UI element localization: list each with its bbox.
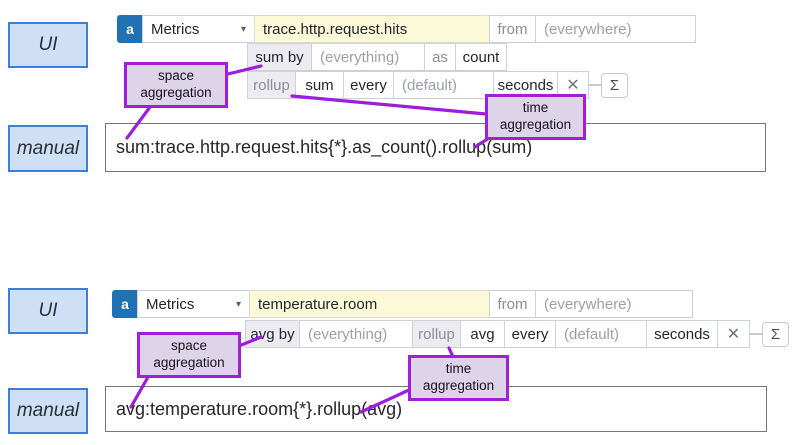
caret-down-icon: ▾: [235, 298, 241, 310]
rollup-fn-dropdown[interactable]: sum: [295, 71, 344, 99]
rollup-label: rollup: [412, 320, 461, 348]
annotation-space-aggregation: space aggregation: [124, 62, 228, 108]
manual-label: manual: [8, 388, 88, 434]
unit-dropdown[interactable]: seconds: [646, 320, 718, 348]
query-letter-badge: a: [117, 15, 143, 43]
interval-input[interactable]: (default): [555, 320, 647, 348]
space-agg-dropdown[interactable]: avg by: [245, 320, 300, 348]
annotation-time-aggregation: time aggregation: [408, 355, 509, 401]
metric-name-input[interactable]: temperature.room: [249, 290, 490, 318]
every-label: every: [504, 320, 556, 348]
manual-query-input[interactable]: sum:trace.http.request.hits{*}.as_count(…: [105, 123, 766, 172]
caret-down-icon: ▾: [240, 23, 246, 35]
space-agg-dropdown[interactable]: sum by: [247, 43, 312, 71]
ui-label: UI: [8, 288, 88, 334]
annotation-time-aggregation: time aggregation: [485, 94, 586, 140]
close-icon: ✕: [726, 326, 741, 343]
remove-rollup-button[interactable]: ✕: [717, 320, 750, 348]
source-dropdown-label: Metrics: [146, 295, 195, 313]
connector-dash: [749, 333, 763, 335]
connector-dash: [588, 84, 602, 86]
close-icon: ✕: [566, 77, 580, 94]
source-dropdown[interactable]: Metrics ▾: [142, 15, 255, 43]
group-by-input[interactable]: (everything): [299, 320, 413, 348]
scope-input[interactable]: (everywhere): [535, 15, 696, 43]
annotation-space-aggregation: space aggregation: [137, 332, 241, 378]
sigma-icon: Σ: [609, 77, 620, 94]
every-label: every: [343, 71, 394, 99]
rollup-label: rollup: [247, 71, 296, 99]
group-by-input[interactable]: (everything): [311, 43, 425, 71]
as-label: as: [424, 43, 456, 71]
sigma-icon: Σ: [770, 326, 781, 343]
interval-input[interactable]: (default): [393, 71, 494, 99]
sigma-button[interactable]: Σ: [762, 322, 789, 347]
metric-name-input[interactable]: trace.http.request.hits: [254, 15, 490, 43]
rollup-fn-dropdown[interactable]: avg: [460, 320, 505, 348]
sigma-button[interactable]: Σ: [601, 73, 628, 98]
from-label: from: [489, 290, 536, 318]
as-count-dropdown[interactable]: count: [455, 43, 507, 71]
manual-label: manual: [8, 125, 88, 172]
query-letter-badge: a: [112, 290, 138, 318]
scope-input[interactable]: (everywhere): [535, 290, 693, 318]
from-label: from: [489, 15, 536, 43]
source-dropdown-label: Metrics: [151, 20, 200, 38]
ui-label: UI: [8, 22, 88, 68]
source-dropdown[interactable]: Metrics ▾: [137, 290, 250, 318]
